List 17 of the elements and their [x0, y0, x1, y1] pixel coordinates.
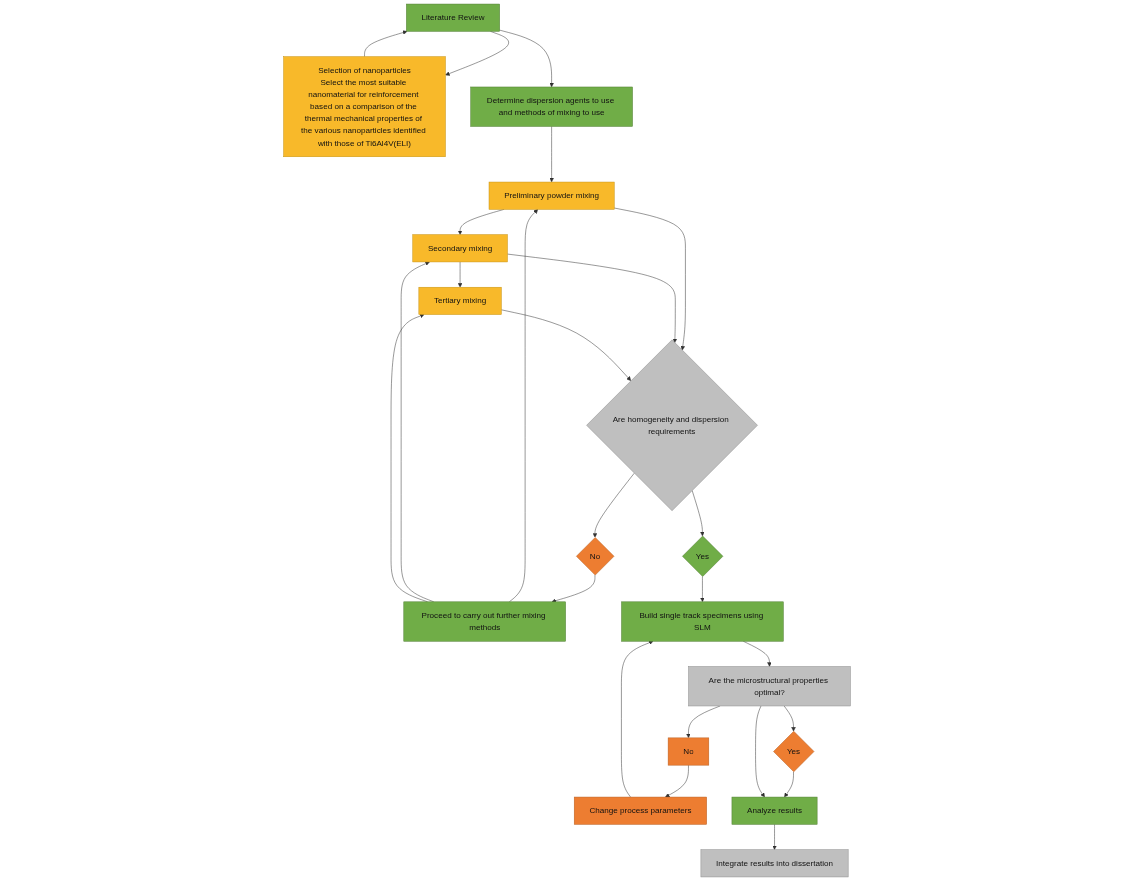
node-box: Integrate results into dissertation — [700, 849, 849, 878]
node-box: Determine dispersion agents to use and methods of mixing to use — [470, 86, 633, 127]
node-box: Tertiary mixing — [418, 286, 502, 315]
node-diamond: Yes — [773, 731, 815, 773]
node-box: Secondary mixing — [412, 234, 508, 263]
node-box: Are the microstructural properties optimal? — [688, 666, 851, 707]
node-diamond: Yes — [682, 535, 724, 577]
node-box: Literature Review — [406, 3, 500, 32]
node-diamond: No — [576, 537, 615, 576]
node-box: Proceed to carry out further mixing methods — [403, 601, 566, 642]
node-box: Change process parameters — [573, 796, 707, 825]
node-box: Preliminary powder mixing — [488, 181, 615, 210]
node-box: Build single track specimens using SLM — [621, 601, 784, 642]
node-box: Selection of nanoparticles Select the most suitable nanomaterial for reinforcement based on a comparison of the thermal mechanical properties of the various nanoparticles identified with those of Ti6Al4V(ELI) — [283, 56, 446, 157]
node-box: No — [667, 737, 710, 766]
node-box: Analyze results — [731, 796, 818, 825]
node-diamond: Are homogeneity and dispersion requirements — [586, 339, 758, 511]
